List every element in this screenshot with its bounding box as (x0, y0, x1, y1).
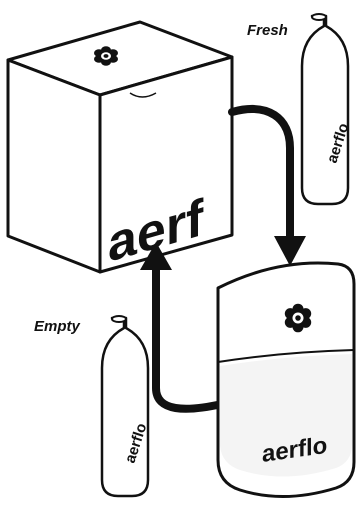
empty-canister: aerflo (102, 316, 150, 496)
fresh-canister: aerflo (302, 14, 352, 204)
aerflo-device: aerflo (218, 263, 354, 497)
product-box: aerf (8, 22, 232, 274)
arrow-to-device (232, 109, 306, 266)
arrow-to-box (140, 242, 222, 409)
